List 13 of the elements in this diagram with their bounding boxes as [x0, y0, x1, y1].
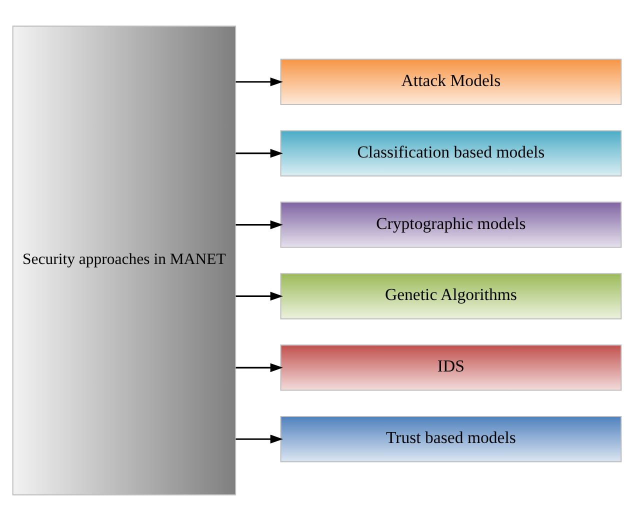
- arrow: [236, 434, 283, 444]
- node-box: Genetic Algorithms: [280, 272, 622, 319]
- arrow: [236, 291, 283, 300]
- node-box: Classification based models: [280, 130, 622, 176]
- node-box: IDS: [280, 344, 622, 390]
- arrow: [236, 76, 283, 86]
- arrow: [236, 362, 283, 372]
- node-box: Security approaches in MANET: [12, 25, 236, 495]
- arrow: [236, 148, 283, 158]
- node-box: Cryptographic models: [280, 201, 622, 248]
- node-box: Attack Models: [280, 58, 622, 104]
- node-box: Trust based models: [280, 416, 622, 462]
- arrow: [236, 220, 283, 229]
